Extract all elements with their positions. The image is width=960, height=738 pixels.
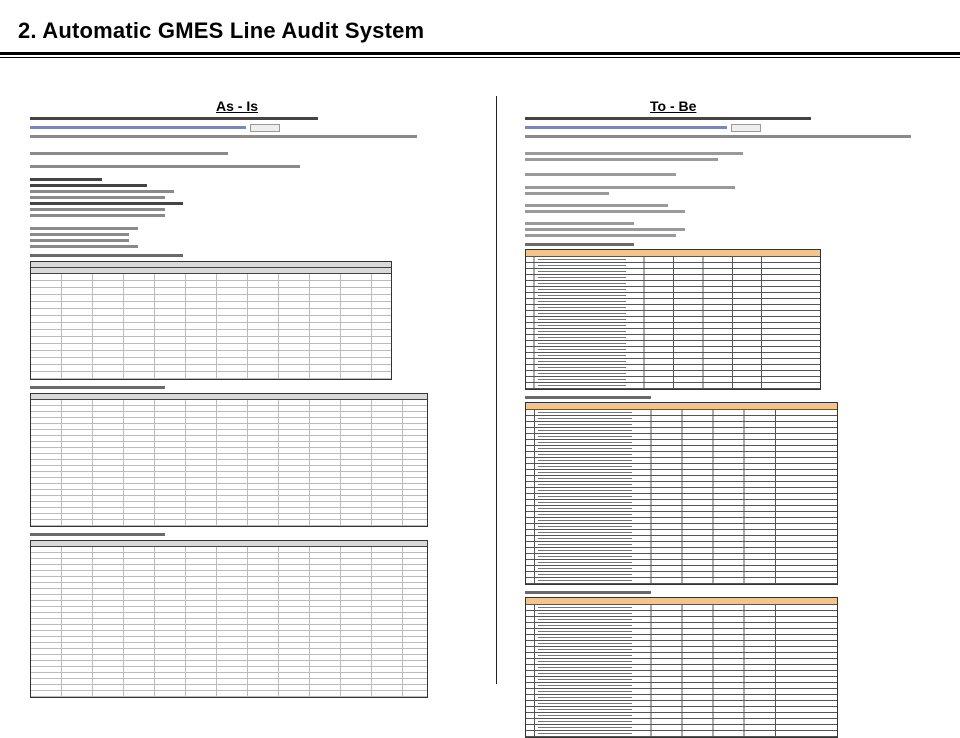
title-underline-thin [0,57,960,58]
image4-caption [30,533,165,536]
report-subject-line [30,117,318,120]
image2-caption [525,243,635,246]
image3-caption [525,396,651,399]
report-subject-line [525,117,811,120]
recipient-line [30,135,417,138]
column-divider [496,96,497,684]
as-is-report-thumbnail [30,114,480,698]
image4-caption [525,591,651,594]
to-be-daily-audit-sub-line-table [525,249,821,390]
address-book-button[interactable] [250,123,280,132]
as-is-main-line-table [30,261,392,380]
to-be-2nd-shift-main-line-table [525,402,838,585]
to-be-2nd-shift-sub-line-table [525,597,838,738]
image1-caption [30,254,183,257]
to-be-report-thumbnail [525,114,945,738]
as-is-2nd-shift-sub-table [30,540,428,698]
address-book-button[interactable] [730,123,761,132]
to-be-heading: To - Be [650,98,697,114]
recipient-line [525,135,912,138]
image3-caption [30,386,165,389]
as-is-2nd-shift-main-table [30,393,428,527]
as-is-heading: As - Is [216,98,259,114]
slide-title: 2. Automatic GMES Line Audit System [18,18,425,43]
title-underline [0,52,960,55]
